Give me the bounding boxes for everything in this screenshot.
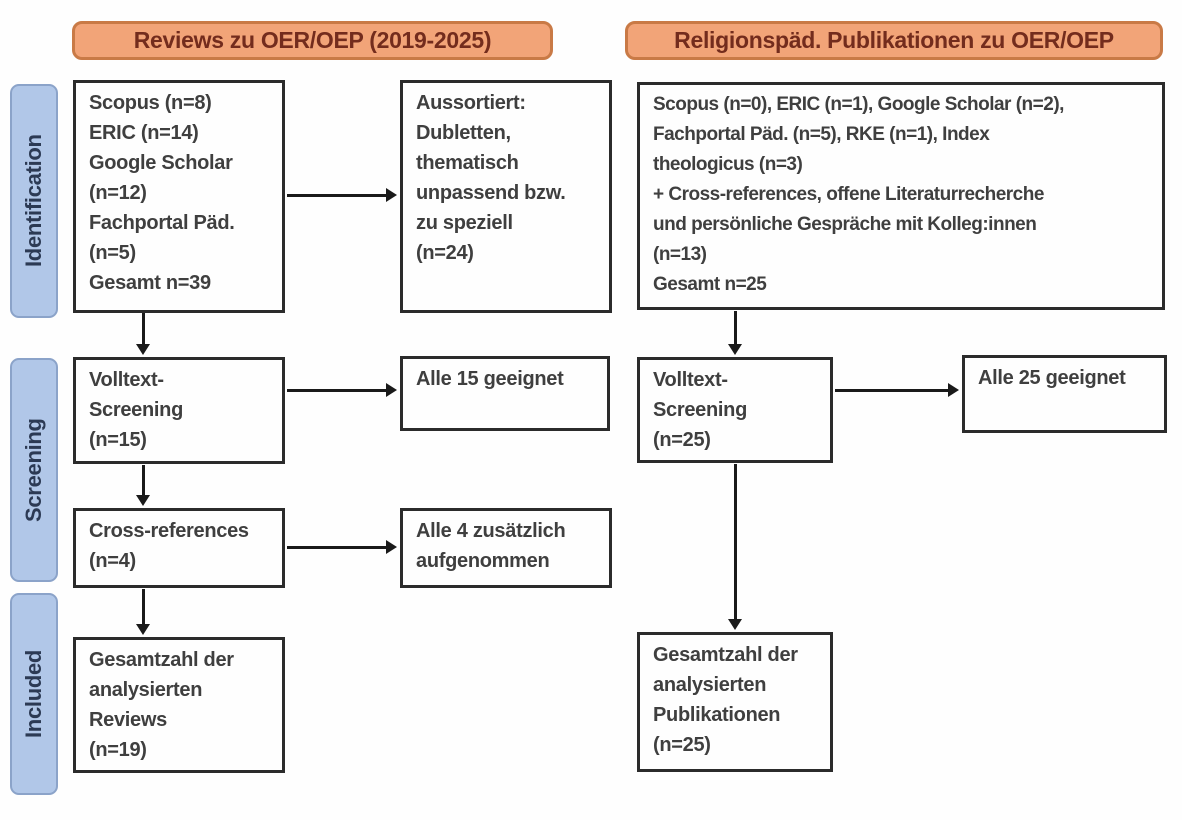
box-right-fulltext-screening: Volltext- Screening (n=25) — [637, 357, 833, 463]
box-left-screening-result: Alle 15 geeignet — [400, 356, 610, 431]
stage-label-included: Included — [10, 593, 58, 795]
box-right-screening-result: Alle 25 geeignet — [962, 355, 1167, 433]
arrow-right-sources-to-screening — [728, 311, 742, 355]
box-left-identification-sources: Scopus (n=8) ERIC (n=14) Google Scholar … — [73, 80, 285, 313]
arrow-left-crossref-to-result — [287, 540, 397, 554]
arrow-left-sources-to-excluded — [287, 188, 397, 202]
arrow-right-screening-to-result — [835, 383, 959, 397]
box-left-cross-references-result: Alle 4 zusätzlich aufgenommen — [400, 508, 612, 588]
box-left-fulltext-screening: Volltext- Screening (n=15) — [73, 357, 285, 464]
arrow-right-screening-to-included — [728, 464, 742, 630]
box-right-included-total: Gesamtzahl der analysierten Publikatione… — [637, 632, 833, 772]
arrow-left-screening-to-result — [287, 383, 397, 397]
arrow-left-sources-to-screening — [136, 313, 150, 355]
box-left-cross-references: Cross-references (n=4) — [73, 508, 285, 588]
box-right-identification-sources: Scopus (n=0), ERIC (n=1), Google Scholar… — [637, 82, 1165, 310]
arrow-left-crossref-to-included — [136, 589, 150, 635]
stage-label-screening: Screening — [10, 358, 58, 582]
stage-label-identification: Identification — [10, 84, 58, 318]
header-religionspaed-column: Religionspäd. Publikationen zu OER/OEP — [625, 21, 1163, 60]
box-left-included-total: Gesamtzahl der analysierten Reviews (n=1… — [73, 637, 285, 773]
header-reviews-column: Reviews zu OER/OEP (2019-2025) — [72, 21, 553, 60]
arrow-left-screening-to-crossref — [136, 465, 150, 506]
box-left-excluded: Aussortiert: Dubletten, thematisch unpas… — [400, 80, 612, 313]
